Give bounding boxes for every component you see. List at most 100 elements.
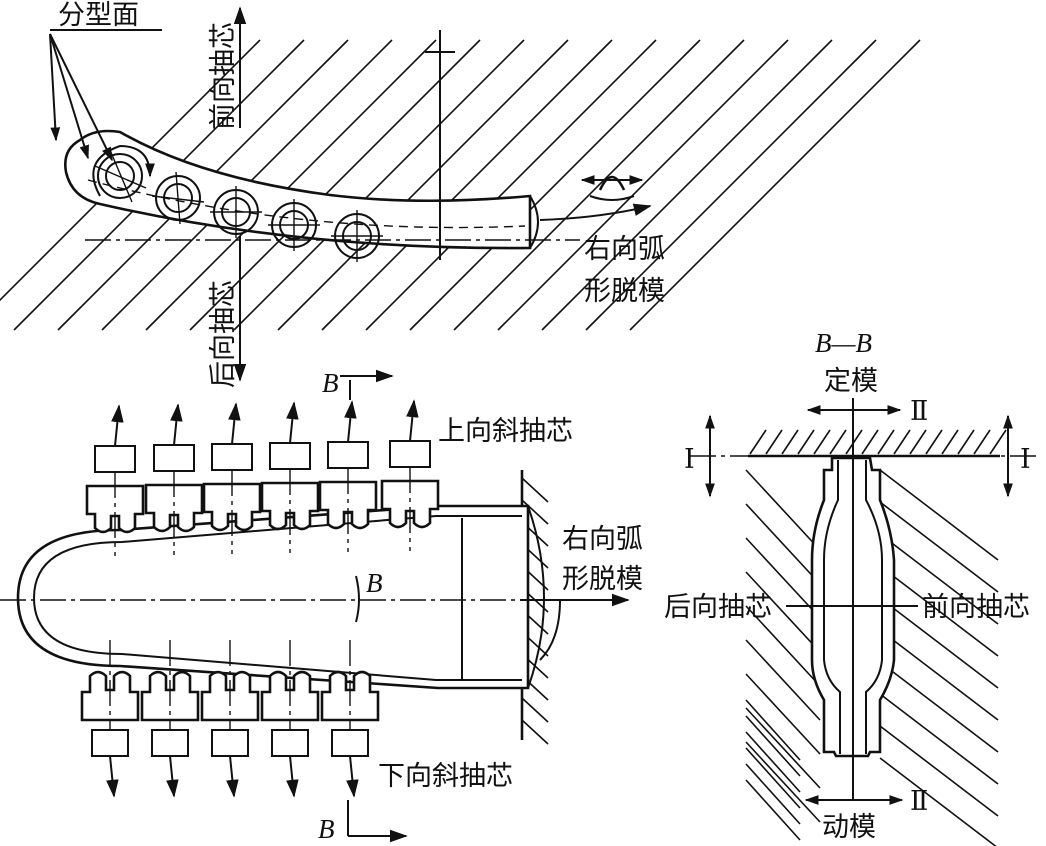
bb-left-hatch-line bbox=[745, 639, 821, 721]
label-right-arc-demold-1: 右向弧 bbox=[584, 234, 665, 265]
bb-top-hatch-line bbox=[797, 429, 815, 455]
core-pin-arrow-upper bbox=[344, 400, 357, 443]
core-pin-block-upper bbox=[153, 444, 195, 472]
label-parting-surface: 分型面 bbox=[58, 0, 139, 31]
top-tube-right-end bbox=[529, 195, 539, 249]
label-roman-ii-top: Ⅱ bbox=[910, 396, 928, 426]
right-arc-demold-arrow bbox=[539, 203, 652, 221]
core-pin-block-upper bbox=[327, 441, 369, 469]
wall-hatch-line bbox=[521, 697, 549, 723]
label-right-arc-demold-2: 形脱模 bbox=[584, 276, 665, 307]
bb-top-hatch-line bbox=[973, 429, 991, 455]
label-rear-core-pull-vertical: 后向抽芯 bbox=[208, 280, 239, 388]
bb-left-hatch-line bbox=[745, 673, 821, 755]
top-hatch-line bbox=[409, 39, 701, 331]
core-pin-block-lower bbox=[271, 729, 309, 757]
bellows-segment-upper bbox=[260, 481, 320, 531]
top-hatch-pattern bbox=[0, 39, 921, 331]
top-tube-inner-dash bbox=[87, 179, 526, 229]
bb-left-hatch-line bbox=[745, 605, 821, 687]
parting-arrow-2 bbox=[49, 33, 89, 160]
top-hatch-line bbox=[585, 39, 877, 331]
bb-left-hatch-line bbox=[745, 779, 801, 841]
parting-arrow-1 bbox=[49, 33, 61, 142]
bb-top-hatch-line bbox=[765, 429, 783, 455]
bellows-segment-upper bbox=[144, 483, 204, 533]
bb-top-hatch-line bbox=[925, 429, 943, 455]
bl-tube-outline bbox=[16, 504, 530, 690]
bb-right-hatch-line bbox=[879, 693, 999, 785]
bb-left-hatch-line bbox=[745, 747, 801, 809]
core-pin-arrow-lower bbox=[106, 755, 119, 798]
core-pin-block-lower bbox=[211, 729, 249, 757]
bb-left-hatch-line bbox=[745, 715, 801, 777]
core-pin-arrow-upper bbox=[406, 399, 419, 442]
bb-right-hatch-line bbox=[879, 629, 999, 721]
bl-right-end-shading bbox=[539, 599, 561, 661]
core-pin-arrow-upper bbox=[170, 403, 183, 446]
section-marker-bottom bbox=[347, 800, 408, 843]
top-hatch-line bbox=[277, 39, 569, 331]
core-pin-block-lower bbox=[91, 729, 129, 757]
label-roman-i-right: Ⅰ bbox=[1020, 444, 1031, 474]
demold-arc-symbol bbox=[598, 175, 626, 191]
bb-left-hatch-line bbox=[745, 707, 821, 789]
section-mark-arc bbox=[355, 575, 360, 623]
bb-left-hatch-line bbox=[745, 503, 821, 585]
label-roman-ii-bottom: Ⅱ bbox=[910, 786, 928, 816]
label-front-core-pull: 前向抽芯 bbox=[922, 592, 1030, 623]
bb-top-hatch-line bbox=[893, 429, 911, 455]
bb-right-hatch-line bbox=[879, 533, 999, 625]
bb-left-hatch-line bbox=[745, 469, 821, 551]
core-pin-arrow-upper bbox=[228, 402, 241, 445]
rotation-arc bbox=[92, 144, 155, 197]
parting-arrow-3 bbox=[49, 33, 113, 162]
core-pin-block-upper bbox=[94, 445, 136, 473]
core-pin-block-lower bbox=[151, 729, 189, 757]
top-pin-crosshairs bbox=[94, 149, 383, 262]
top-view: 分型面 前向抽芯 后向抽芯 右向弧 形脱模 bbox=[0, 0, 921, 388]
bb-top-hatch-line bbox=[909, 429, 927, 455]
core-pin-arrow-lower bbox=[286, 755, 299, 798]
bellows-core-segments bbox=[80, 399, 440, 798]
core-pin-arrow-lower bbox=[166, 755, 179, 798]
wall-hatch-line bbox=[521, 719, 549, 745]
top-hatch-line bbox=[145, 39, 437, 331]
top-hatch-line bbox=[497, 39, 789, 331]
label-lower-oblique-core-pull: 下向斜抽芯 bbox=[378, 761, 513, 792]
bb-right-hatch-line bbox=[879, 661, 999, 753]
label-section-b-top: B bbox=[322, 368, 339, 398]
bb-right-hatch-line bbox=[879, 565, 999, 657]
bb-left-hatch-line bbox=[745, 571, 821, 653]
bb-top-hatch-line bbox=[861, 429, 879, 455]
bb-top-hatch-line bbox=[781, 429, 799, 455]
label-rear-core-pull: 后向抽芯 bbox=[664, 592, 772, 623]
label-right-arc-demold-mid-2: 形脱模 bbox=[562, 564, 643, 595]
section-bb-hatch bbox=[745, 429, 1007, 846]
core-pin-block-upper bbox=[211, 443, 253, 471]
label-right-arc-demold-mid-1: 右向弧 bbox=[562, 524, 643, 555]
core-pin-arrow-upper bbox=[286, 401, 299, 444]
bb-left-hatch-line bbox=[745, 537, 821, 619]
bl-tube-end-curve bbox=[527, 505, 545, 689]
wall-hatch-line bbox=[521, 499, 549, 525]
top-hatch-line bbox=[541, 39, 833, 331]
bb-top-hatch-line bbox=[989, 429, 1007, 455]
bb-left-hatch-line bbox=[745, 763, 801, 825]
label-moving-mold: 动模 bbox=[822, 812, 876, 843]
top-hatch-line bbox=[233, 39, 525, 331]
bb-top-hatch-line bbox=[813, 429, 831, 455]
bl-tube-inner bbox=[32, 515, 522, 681]
section-bb-view: B—B 定模 动模 后向抽芯 前向抽芯 Ⅱ Ⅱ Ⅰ Ⅰ bbox=[664, 328, 1040, 846]
top-hatch-line bbox=[189, 39, 481, 331]
bb-left-hatch-line bbox=[745, 731, 801, 793]
bb-top-hatch-line bbox=[749, 429, 767, 455]
core-pin-block-upper bbox=[389, 440, 431, 468]
bb-top-hatch-line bbox=[877, 429, 895, 455]
bellows-segment-upper bbox=[380, 479, 440, 529]
bottom-left-view: B B B 上向斜抽芯 下向斜抽芯 右向弧 形脱模 bbox=[0, 368, 643, 844]
label-roman-i-left: Ⅰ bbox=[684, 444, 695, 474]
bb-left-hatch-line bbox=[745, 699, 801, 761]
core-pin-arrow-upper bbox=[111, 404, 124, 447]
